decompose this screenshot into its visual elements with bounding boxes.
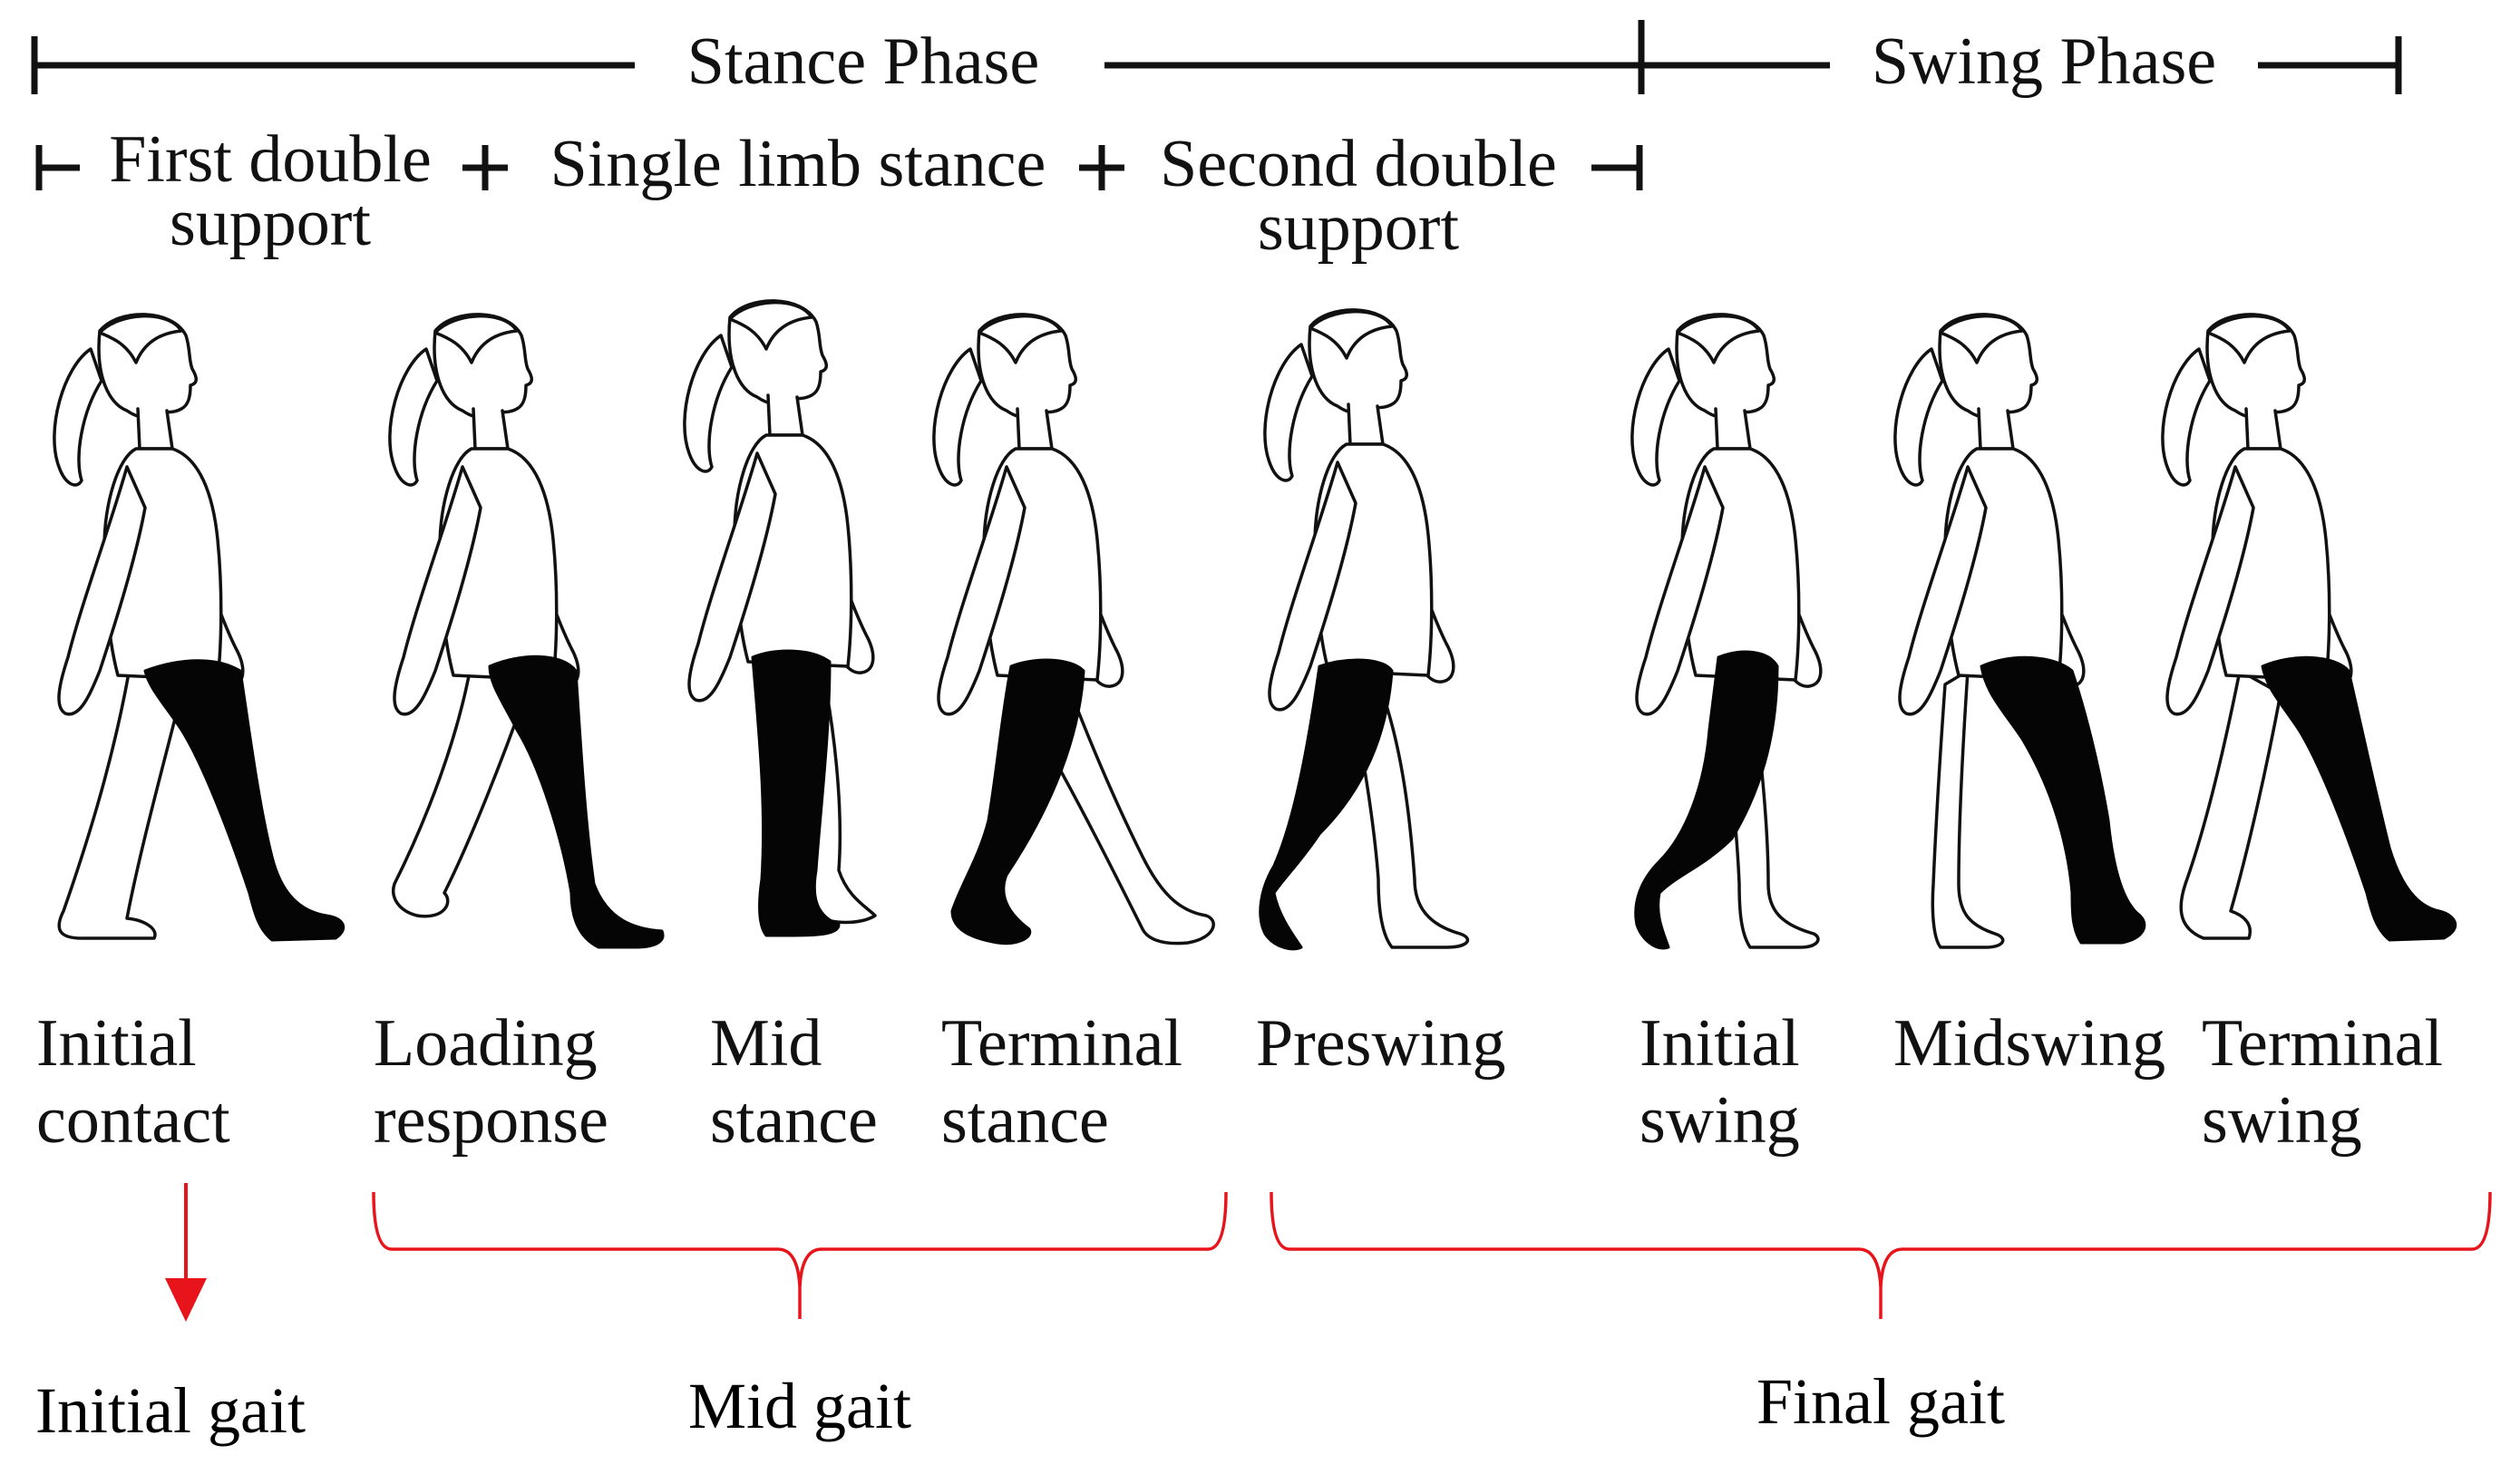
figure-loading-response bbox=[388, 313, 665, 949]
figure-labels: Initial contact Loading response Mid sta… bbox=[36, 1006, 2443, 1158]
highlighted-leg bbox=[751, 649, 841, 937]
swing-phase-label: Swing Phase bbox=[1872, 24, 2216, 99]
figure-terminal-swing bbox=[2161, 313, 2457, 942]
back-leg bbox=[1041, 664, 1215, 945]
figure-preswing bbox=[1259, 308, 1470, 951]
label-terminal-swing-2: swing bbox=[2202, 1083, 2362, 1158]
label-loading-response-2: response bbox=[374, 1083, 608, 1158]
final-gait-brace bbox=[1270, 1191, 2492, 1319]
figure-mid-stance bbox=[683, 299, 877, 937]
label-preswing: Preswing bbox=[1256, 1006, 1505, 1081]
label-midswing: Midswing bbox=[1893, 1006, 2165, 1081]
highlighted-leg bbox=[1259, 658, 1394, 951]
label-mid-stance-1: Mid bbox=[710, 1006, 822, 1081]
back-leg bbox=[392, 660, 528, 918]
initial-gait-arrow bbox=[165, 1183, 207, 1322]
final-gait-label: Final gait bbox=[1756, 1365, 2005, 1438]
label-loading-response-1: Loading bbox=[374, 1006, 598, 1081]
stance-phase-label: Stance Phase bbox=[687, 24, 1039, 99]
label-initial-contact-2: contact bbox=[36, 1083, 230, 1158]
highlighted-leg bbox=[488, 655, 665, 949]
back-leg bbox=[1931, 669, 2005, 949]
subphase-markers bbox=[35, 145, 1643, 190]
second-double-support-line2: support bbox=[1258, 190, 1459, 265]
second-double-support-line1: Second double bbox=[1160, 127, 1557, 201]
label-initial-swing-2: swing bbox=[1639, 1083, 1800, 1158]
back-leg bbox=[57, 655, 183, 940]
highlighted-leg bbox=[1980, 655, 2146, 945]
figure-initial-contact bbox=[53, 313, 345, 942]
phase-bars bbox=[31, 20, 2402, 94]
figure-midswing bbox=[1893, 313, 2146, 949]
highlighted-leg bbox=[1634, 650, 1779, 950]
mid-gait-brace bbox=[372, 1191, 1228, 1319]
label-initial-contact-1: Initial bbox=[36, 1006, 197, 1081]
first-double-support-line1: First double bbox=[109, 122, 432, 197]
figure-terminal-stance bbox=[932, 313, 1215, 945]
back-leg bbox=[1349, 669, 1470, 949]
label-mid-stance-2: stance bbox=[710, 1083, 878, 1158]
label-initial-swing-1: Initial bbox=[1639, 1006, 1800, 1081]
highlighted-leg bbox=[2261, 655, 2457, 942]
back-leg bbox=[2179, 669, 2282, 940]
label-terminal-stance-1: Terminal bbox=[941, 1006, 1182, 1081]
label-terminal-swing-1: Terminal bbox=[2202, 1006, 2443, 1081]
mid-gait-label: Mid gait bbox=[688, 1370, 911, 1442]
highlighted-leg bbox=[143, 659, 345, 942]
figure-initial-swing bbox=[1630, 313, 1823, 950]
highlighted-leg bbox=[950, 658, 1085, 945]
initial-gait-label: Initial gait bbox=[35, 1374, 306, 1447]
first-double-support-line2: support bbox=[170, 186, 371, 260]
label-terminal-stance-2: stance bbox=[941, 1083, 1109, 1158]
single-limb-stance-label: Single limb stance bbox=[550, 127, 1046, 201]
